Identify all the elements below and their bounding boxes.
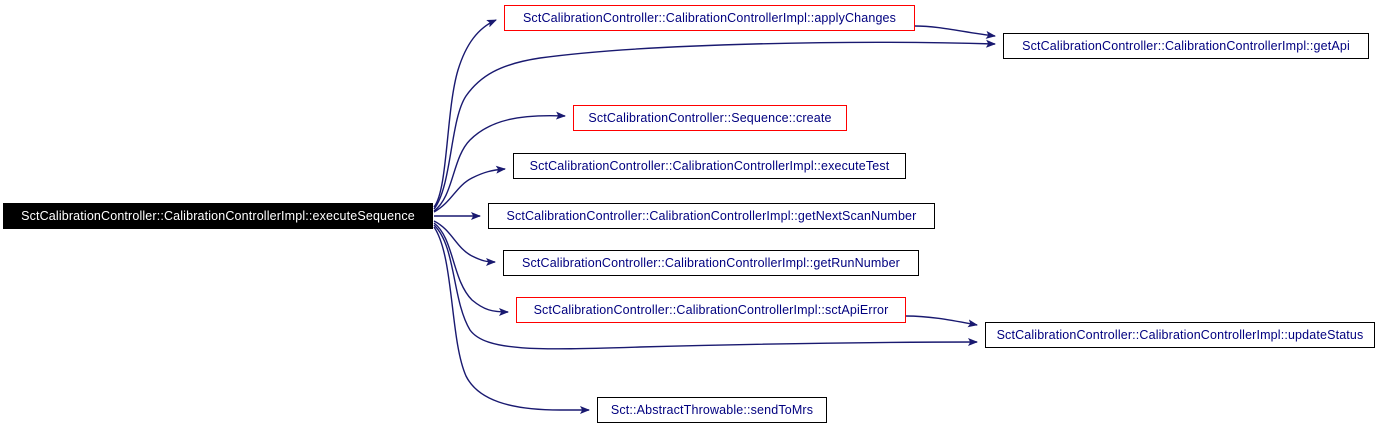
node-label: SctCalibrationController::CalibrationCon… xyxy=(533,302,889,317)
node-sendToMrs[interactable]: Sct::AbstractThrowable::sendToMrs xyxy=(597,397,827,423)
node-label: SctCalibrationController::CalibrationCon… xyxy=(506,208,917,223)
node-label: SctCalibrationController::CalibrationCon… xyxy=(1022,38,1350,53)
node-applyChanges[interactable]: SctCalibrationController::CalibrationCon… xyxy=(504,5,915,31)
edge-sctApiError-to-updateStatus xyxy=(905,315,978,328)
edge-executeSequence-to-applyChanges xyxy=(433,19,497,208)
node-label: SctCalibrationController::CalibrationCon… xyxy=(529,158,890,173)
node-executeSequence[interactable]: SctCalibrationController::CalibrationCon… xyxy=(3,203,433,229)
node-label: SctCalibrationController::CalibrationCon… xyxy=(21,208,415,223)
node-label: SctCalibrationController::CalibrationCon… xyxy=(522,10,897,25)
node-sctApiError[interactable]: SctCalibrationController::CalibrationCon… xyxy=(516,297,906,323)
node-getRunNumber[interactable]: SctCalibrationController::CalibrationCon… xyxy=(503,250,919,276)
node-getNextScanNumber[interactable]: SctCalibrationController::CalibrationCon… xyxy=(488,203,935,229)
edge-executeSequence-to-sctApiError xyxy=(433,222,509,316)
node-label: Sct::AbstractThrowable::sendToMrs xyxy=(610,402,814,417)
node-getApi[interactable]: SctCalibrationController::CalibrationCon… xyxy=(1003,33,1369,59)
node-label: SctCalibrationController::CalibrationCon… xyxy=(522,255,900,270)
node-create[interactable]: SctCalibrationController::Sequence::crea… xyxy=(573,105,847,131)
node-executeTest[interactable]: SctCalibrationController::CalibrationCon… xyxy=(513,153,906,179)
node-updateStatus[interactable]: SctCalibrationController::CalibrationCon… xyxy=(985,322,1375,348)
node-label: SctCalibrationController::Sequence::crea… xyxy=(588,110,832,125)
edge-applyChanges-to-getApi xyxy=(914,25,996,39)
edge-executeSequence-to-getRunNumber xyxy=(433,220,496,266)
node-label: SctCalibrationController::CalibrationCon… xyxy=(996,327,1364,342)
edge-executeSequence-to-updateStatus xyxy=(433,224,978,350)
